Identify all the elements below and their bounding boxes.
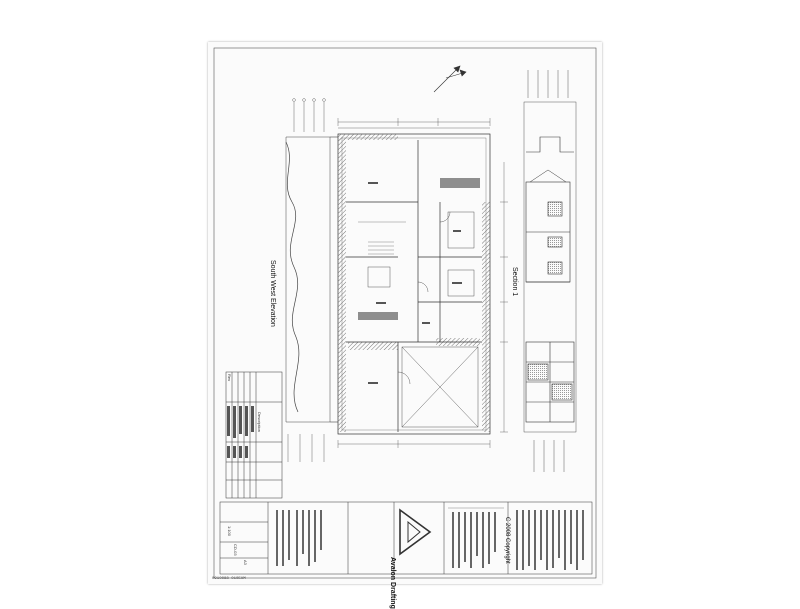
footer-code: 0910088 010EAM xyxy=(212,577,246,581)
revision-header: Rev xyxy=(227,374,232,382)
south-west-elevation xyxy=(285,98,338,462)
avalon-logo-icon xyxy=(399,508,432,556)
north-arrow-icon xyxy=(433,65,467,93)
drawing-sheet: South West Elevation Section 1 C 2008 Co… xyxy=(208,42,602,609)
section-title: Section 1 xyxy=(511,267,518,297)
floor-plan xyxy=(337,118,508,448)
architectural-drawing xyxy=(213,47,597,579)
revision-description-header: Description xyxy=(257,412,262,433)
sheet-border xyxy=(213,47,597,579)
copyright-text: C 2008 Copyright xyxy=(504,517,510,564)
company-name: Avalon Drafting xyxy=(389,557,396,609)
section-1 xyxy=(523,70,577,472)
elevation-title: South West Elevation xyxy=(269,260,276,327)
sheet-size: A3 xyxy=(243,560,248,565)
revision-table xyxy=(225,371,283,499)
drawing-number: CD-03 xyxy=(233,544,238,556)
title-block xyxy=(219,501,593,575)
scale-text: 1:100 xyxy=(227,526,232,537)
